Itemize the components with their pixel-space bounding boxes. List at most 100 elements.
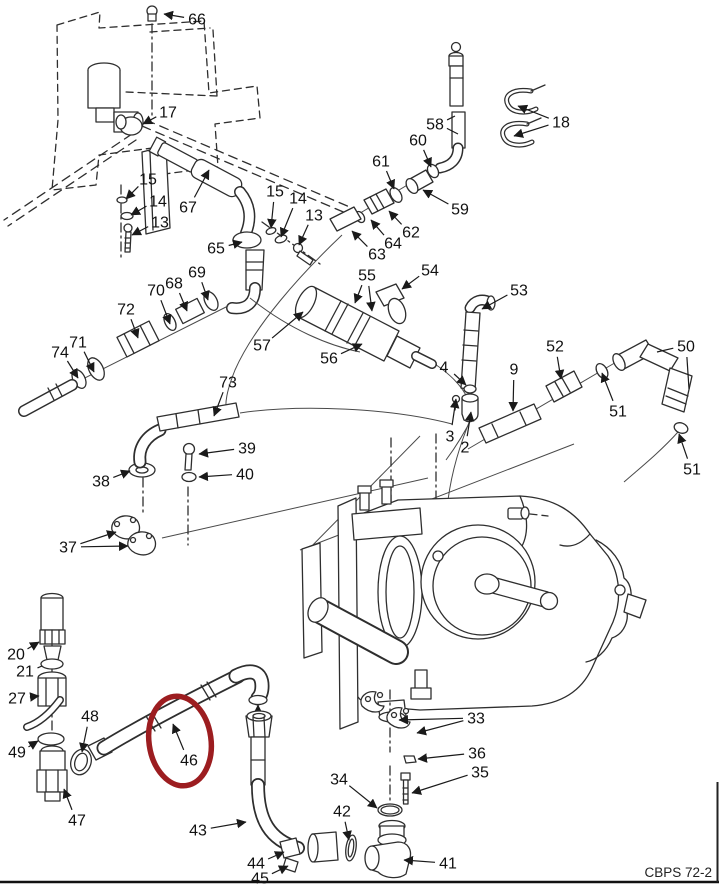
- plug-66-part: [146, 5, 158, 119]
- part-number-17: 17: [159, 105, 177, 122]
- part-number-37: 37: [59, 540, 77, 557]
- callout-66: 66: [163, 10, 206, 29]
- callout-17: 17: [142, 105, 177, 125]
- part-number-65: 65: [207, 241, 225, 258]
- callout-52: 52: [546, 339, 565, 380]
- callout-38: 38: [92, 469, 131, 491]
- part-number-35: 35: [471, 765, 489, 782]
- part-number-68: 68: [165, 276, 183, 293]
- part-number-38: 38: [92, 474, 110, 491]
- part-number-63: 63: [368, 247, 386, 264]
- part-number-42: 42: [333, 804, 351, 821]
- callout-14: 14: [130, 194, 167, 216]
- callout-67: 67: [179, 169, 210, 217]
- part-number-74: 74: [51, 345, 69, 362]
- callout-21: 21: [16, 664, 43, 681]
- callout-42: 42: [333, 804, 352, 841]
- callout-4: 4: [440, 360, 467, 386]
- part-number-44: 44: [247, 856, 265, 873]
- callout-61: 61: [372, 154, 395, 190]
- part-number-18: 18: [552, 115, 570, 132]
- part-number-45: 45: [251, 871, 269, 888]
- callout-68: 68: [165, 276, 188, 312]
- callout-18: 18: [513, 104, 570, 138]
- callout-34: 34: [330, 772, 378, 809]
- callout-35: 35: [411, 765, 489, 795]
- callout-58: 58: [426, 115, 459, 135]
- callout-57: 57: [253, 311, 304, 355]
- part-number-36: 36: [468, 746, 486, 763]
- part-number-59: 59: [451, 202, 469, 219]
- callout-54: 54: [401, 263, 439, 290]
- part-number-43: 43: [189, 823, 207, 840]
- hose-46-assembly: [87, 664, 357, 873]
- callout-3: 3: [446, 398, 460, 446]
- callout-40: 40: [198, 467, 254, 484]
- callout-47: 47: [62, 788, 86, 830]
- part-number-27: 27: [8, 691, 26, 708]
- elbow-41-assembly: [360, 689, 417, 879]
- callout-72: 72: [117, 302, 140, 339]
- part-number-66: 66: [188, 12, 206, 29]
- callout-2: 2: [461, 411, 475, 457]
- part-number-73: 73: [219, 375, 237, 392]
- callout-53: 53: [481, 283, 528, 310]
- callout-13: 13: [131, 215, 169, 236]
- part-number-67: 67: [179, 200, 197, 217]
- part-number-53: 53: [510, 283, 528, 300]
- callout-37: 37: [59, 530, 129, 557]
- callout-56: 56: [320, 343, 363, 368]
- callout-14: 14: [279, 191, 307, 238]
- part-number-50: 50: [677, 339, 695, 356]
- callout-46-highlighted: 46: [172, 723, 198, 770]
- callout-51: 51: [677, 433, 701, 479]
- part-number-61: 61: [372, 154, 390, 171]
- part-number-72: 72: [117, 302, 135, 319]
- part-number-13: 13: [151, 215, 169, 232]
- part-number-49: 49: [8, 745, 26, 762]
- callout-15: 15: [125, 172, 157, 200]
- fitting-17-part: [115, 114, 143, 136]
- part-number-58: 58: [426, 117, 444, 134]
- valve-stack: [23, 592, 92, 802]
- callout-13: 13: [298, 208, 323, 246]
- callout-39: 39: [198, 441, 256, 458]
- part-number-62: 62: [402, 225, 420, 242]
- callout-41: 41: [403, 856, 457, 873]
- part-number-40: 40: [236, 467, 254, 484]
- hose-73-assembly: [128, 402, 240, 546]
- part-number-4: 4: [440, 360, 449, 377]
- callout-62: 62: [388, 210, 420, 242]
- tube-53-assembly: [447, 294, 496, 501]
- callout-50: 50: [656, 339, 695, 390]
- part-number-21: 21: [16, 664, 34, 681]
- part-number-15: 15: [139, 172, 157, 189]
- callout-9: 9: [508, 362, 519, 412]
- callout-64: 64: [370, 219, 402, 253]
- pump-assembly: [301, 433, 647, 730]
- callout-63: 63: [351, 230, 386, 264]
- part-number-64: 64: [384, 236, 402, 253]
- fasteners-13-14-15-center: [261, 221, 321, 266]
- callout-43: 43: [189, 818, 247, 840]
- callout-65: 65: [207, 239, 243, 258]
- part-number-20: 20: [7, 647, 25, 664]
- callout-44: 44: [247, 851, 285, 873]
- part-number-13: 13: [305, 208, 323, 225]
- callout-71: 71: [69, 335, 95, 373]
- callout-59: 59: [422, 189, 469, 219]
- hidden-pipes: [3, 119, 353, 227]
- right-hose-chain: [467, 339, 693, 450]
- callout-73: 73: [212, 375, 237, 417]
- part-number-14: 14: [289, 191, 307, 208]
- part-number-56: 56: [320, 351, 338, 368]
- part-number-39: 39: [238, 441, 256, 458]
- part-number-41: 41: [439, 856, 457, 873]
- clips-18: [500, 84, 546, 148]
- part-number-48: 48: [81, 709, 99, 726]
- callout-20: 20: [7, 641, 40, 664]
- part-number-69: 69: [188, 265, 206, 282]
- fasteners-13-14-15-left: [116, 184, 134, 259]
